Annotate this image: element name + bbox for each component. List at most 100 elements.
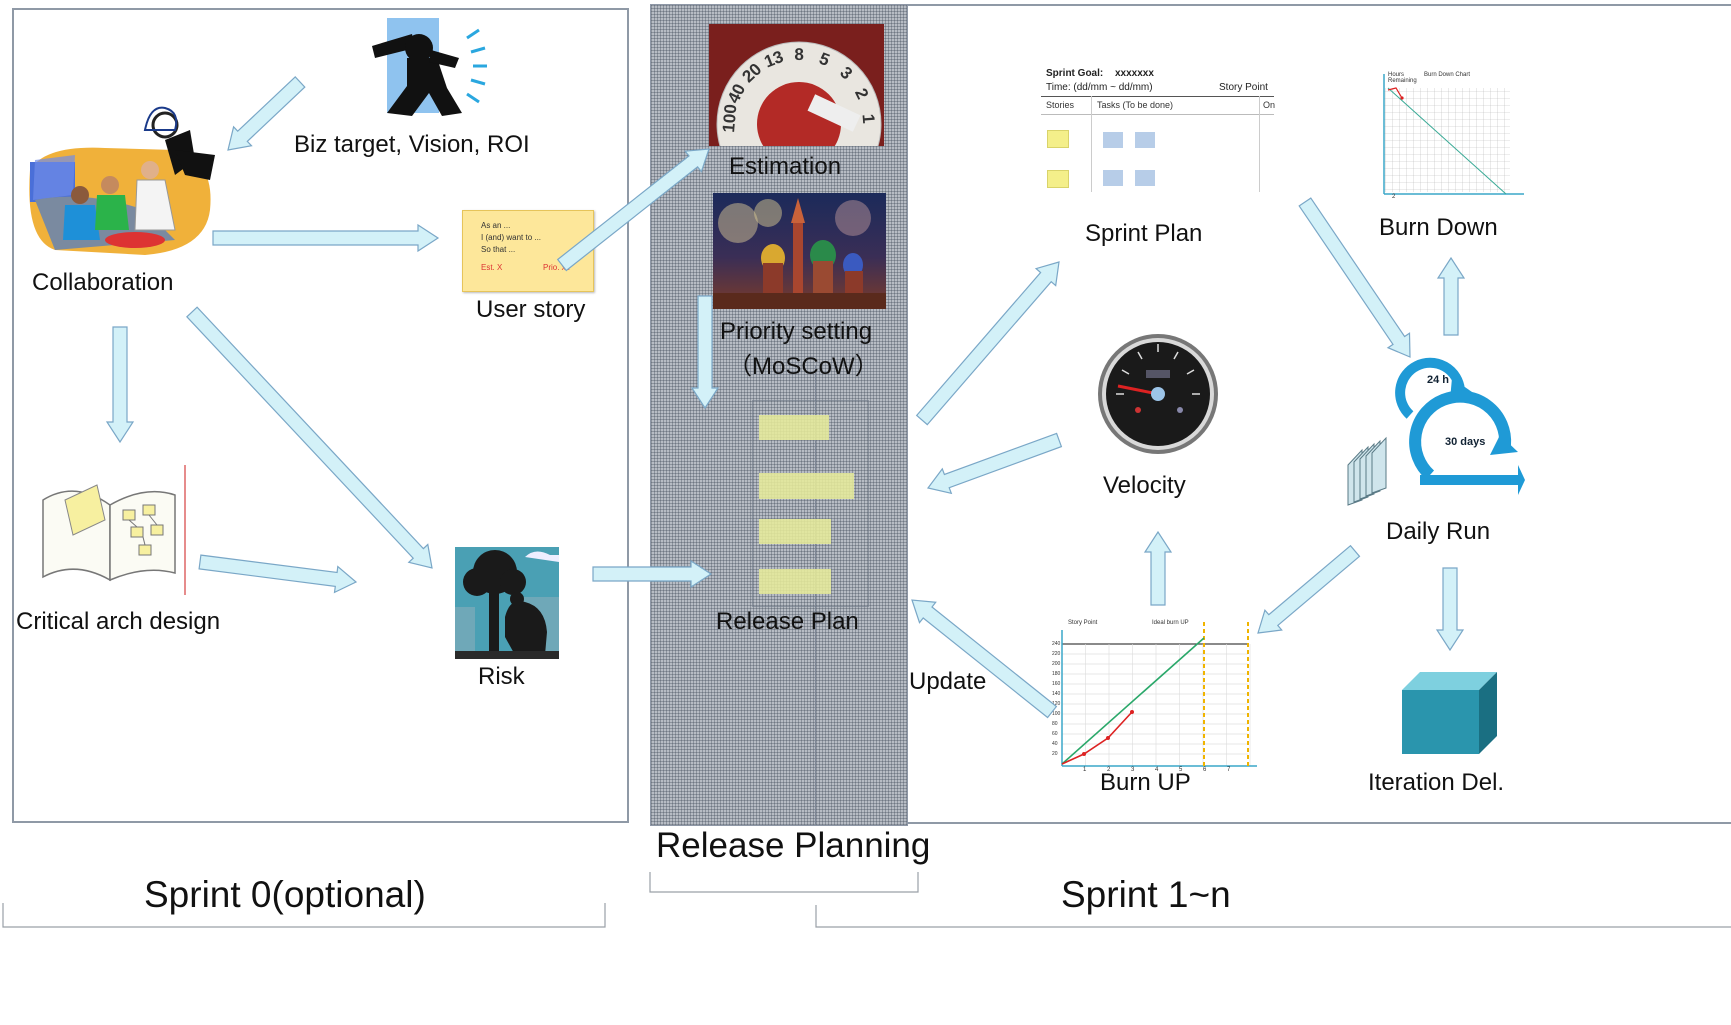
burnup-ylabel: Story Point bbox=[1068, 620, 1098, 626]
burnup-ytick: 120 bbox=[1052, 701, 1061, 707]
scrum-cycle-icon bbox=[1347, 357, 1525, 506]
burnup-xtick: 1 bbox=[1083, 767, 1087, 773]
team-meeting-icon bbox=[29, 106, 215, 255]
sprint-story-point: Story Point bbox=[1219, 82, 1268, 93]
burndown-chart: Hours Remaining Burn Down Chart 2 bbox=[1378, 70, 1526, 200]
dial-label: 100 bbox=[719, 104, 740, 134]
release-bracket bbox=[649, 872, 919, 893]
burnup-ytick: 80 bbox=[1052, 721, 1058, 727]
arch-design-label: Critical arch design bbox=[16, 608, 221, 635]
arch-design-illustration bbox=[35, 465, 195, 595]
user-story-card: As an ... I (and) want to ... So that ..… bbox=[462, 210, 594, 292]
header-divider bbox=[1041, 96, 1274, 97]
burnup-ytick: 220 bbox=[1052, 651, 1061, 657]
sprint-plan-label: Sprint Plan bbox=[1085, 220, 1203, 247]
bear-tree-icon bbox=[455, 547, 559, 659]
burnup-ytick: 100 bbox=[1052, 711, 1061, 717]
section-sprints: Sprint 1~n bbox=[1061, 874, 1231, 915]
burndown-title: Burn Down Chart bbox=[1424, 72, 1471, 78]
priority-label-1: Priority setting bbox=[720, 318, 873, 345]
sprint-time: Time: (dd/mm ~ dd/mm) bbox=[1046, 82, 1153, 93]
sticky-note bbox=[759, 519, 831, 544]
biz-target-label: Biz target, Vision, ROI bbox=[294, 131, 530, 158]
estimation-label: Estimation bbox=[729, 153, 842, 180]
release-plan-label: Release Plan bbox=[716, 608, 859, 635]
iteration-label: Iteration Del. bbox=[1368, 769, 1505, 796]
section-sprint0: Sprint 0(optional) bbox=[144, 874, 426, 915]
col-line bbox=[1259, 96, 1260, 192]
dial-label: 8 bbox=[794, 45, 803, 64]
col-stories: Stories bbox=[1046, 100, 1075, 110]
burndown-xtick: 2 bbox=[1392, 194, 1396, 200]
daily-run-label: Daily Run bbox=[1386, 518, 1491, 545]
task-sticky bbox=[1103, 132, 1123, 148]
burnup-xtick: 6 bbox=[1203, 767, 1207, 773]
burnup-xtick: 7 bbox=[1227, 767, 1231, 773]
burnup-ytick: 200 bbox=[1052, 661, 1061, 667]
daily-cycle-30days: 30 days bbox=[1445, 436, 1486, 448]
release-plan-board bbox=[752, 400, 869, 607]
burnup-xtick: 3 bbox=[1131, 767, 1135, 773]
burn-down-label: Burn Down bbox=[1379, 214, 1498, 241]
burnup-graph bbox=[1061, 622, 1257, 768]
task-sticky bbox=[1103, 170, 1123, 186]
risk-label: Risk bbox=[478, 663, 525, 690]
sticky-note bbox=[759, 415, 829, 440]
collaboration-label: Collaboration bbox=[32, 269, 174, 296]
burndown-grid bbox=[1383, 74, 1524, 195]
iteration-cube bbox=[1400, 670, 1500, 756]
burnup-gridlines bbox=[1062, 643, 1251, 766]
task-sticky bbox=[1135, 170, 1155, 186]
sprints-bracket bbox=[815, 905, 1731, 928]
daily-cycle-24h: 24 h bbox=[1427, 374, 1450, 386]
priority-label-2: （MoSCoW） bbox=[728, 353, 879, 380]
priority-illustration bbox=[713, 193, 886, 309]
design-book-icon bbox=[42, 465, 186, 595]
burnup-ytick: 40 bbox=[1052, 741, 1058, 747]
sticky-note bbox=[759, 569, 831, 594]
burnup-ytick: 20 bbox=[1052, 751, 1058, 757]
burnup-xtick: 5 bbox=[1179, 767, 1183, 773]
sprint-goal-label: Sprint Goal: bbox=[1046, 68, 1104, 79]
biz-target-illustration bbox=[367, 18, 492, 128]
velocity-gauge bbox=[1096, 332, 1220, 456]
velocity-label: Velocity bbox=[1103, 472, 1186, 499]
user-story-label: User story bbox=[476, 296, 586, 323]
burnup-ytick: 160 bbox=[1052, 681, 1061, 687]
col-divider bbox=[1041, 114, 1274, 115]
burnup-xtick: 2 bbox=[1107, 767, 1111, 773]
sprint-plan-card: Sprint Goal: xxxxxxx Time: (dd/mm ~ dd/m… bbox=[1041, 66, 1275, 192]
story-sticky bbox=[1047, 130, 1069, 148]
col-tasks: Tasks (To be done) bbox=[1097, 100, 1174, 110]
release-column-divider bbox=[815, 365, 816, 825]
section-release-planning: Release Planning bbox=[656, 826, 931, 865]
cathedral-icon bbox=[713, 198, 886, 309]
burn-up-label: Burn UP bbox=[1100, 769, 1191, 796]
burnup-ytick: 140 bbox=[1052, 691, 1061, 697]
risk-illustration bbox=[455, 547, 559, 659]
story-sticky bbox=[1047, 170, 1069, 188]
story-prio: Prio. xx bbox=[543, 263, 570, 272]
story-est: Est. X bbox=[481, 263, 503, 272]
story-line-1: As an ... bbox=[481, 221, 511, 230]
sprint-goal-value: xxxxxxx bbox=[1115, 68, 1154, 79]
speedometer-icon bbox=[1098, 334, 1218, 454]
daily-run-illustration: 24 h 30 days bbox=[1340, 340, 1530, 510]
burnup-legend: Ideal burn UP bbox=[1152, 620, 1189, 626]
dial-label: 1 bbox=[858, 113, 878, 124]
story-line-2: I (and) want to ... bbox=[481, 233, 542, 242]
burnup-ytick: 60 bbox=[1052, 731, 1058, 737]
cube-icon bbox=[1402, 672, 1497, 754]
collaboration-illustration bbox=[25, 100, 215, 260]
burnup-ytick: 180 bbox=[1052, 671, 1061, 677]
sticky-note bbox=[759, 473, 854, 499]
story-line-3: So that ... bbox=[481, 245, 516, 254]
sprints-panel bbox=[903, 4, 1731, 824]
col-line bbox=[1091, 96, 1092, 192]
update-label: Update bbox=[909, 668, 987, 695]
burndown-ylabel: Hours Remaining bbox=[1388, 72, 1417, 84]
